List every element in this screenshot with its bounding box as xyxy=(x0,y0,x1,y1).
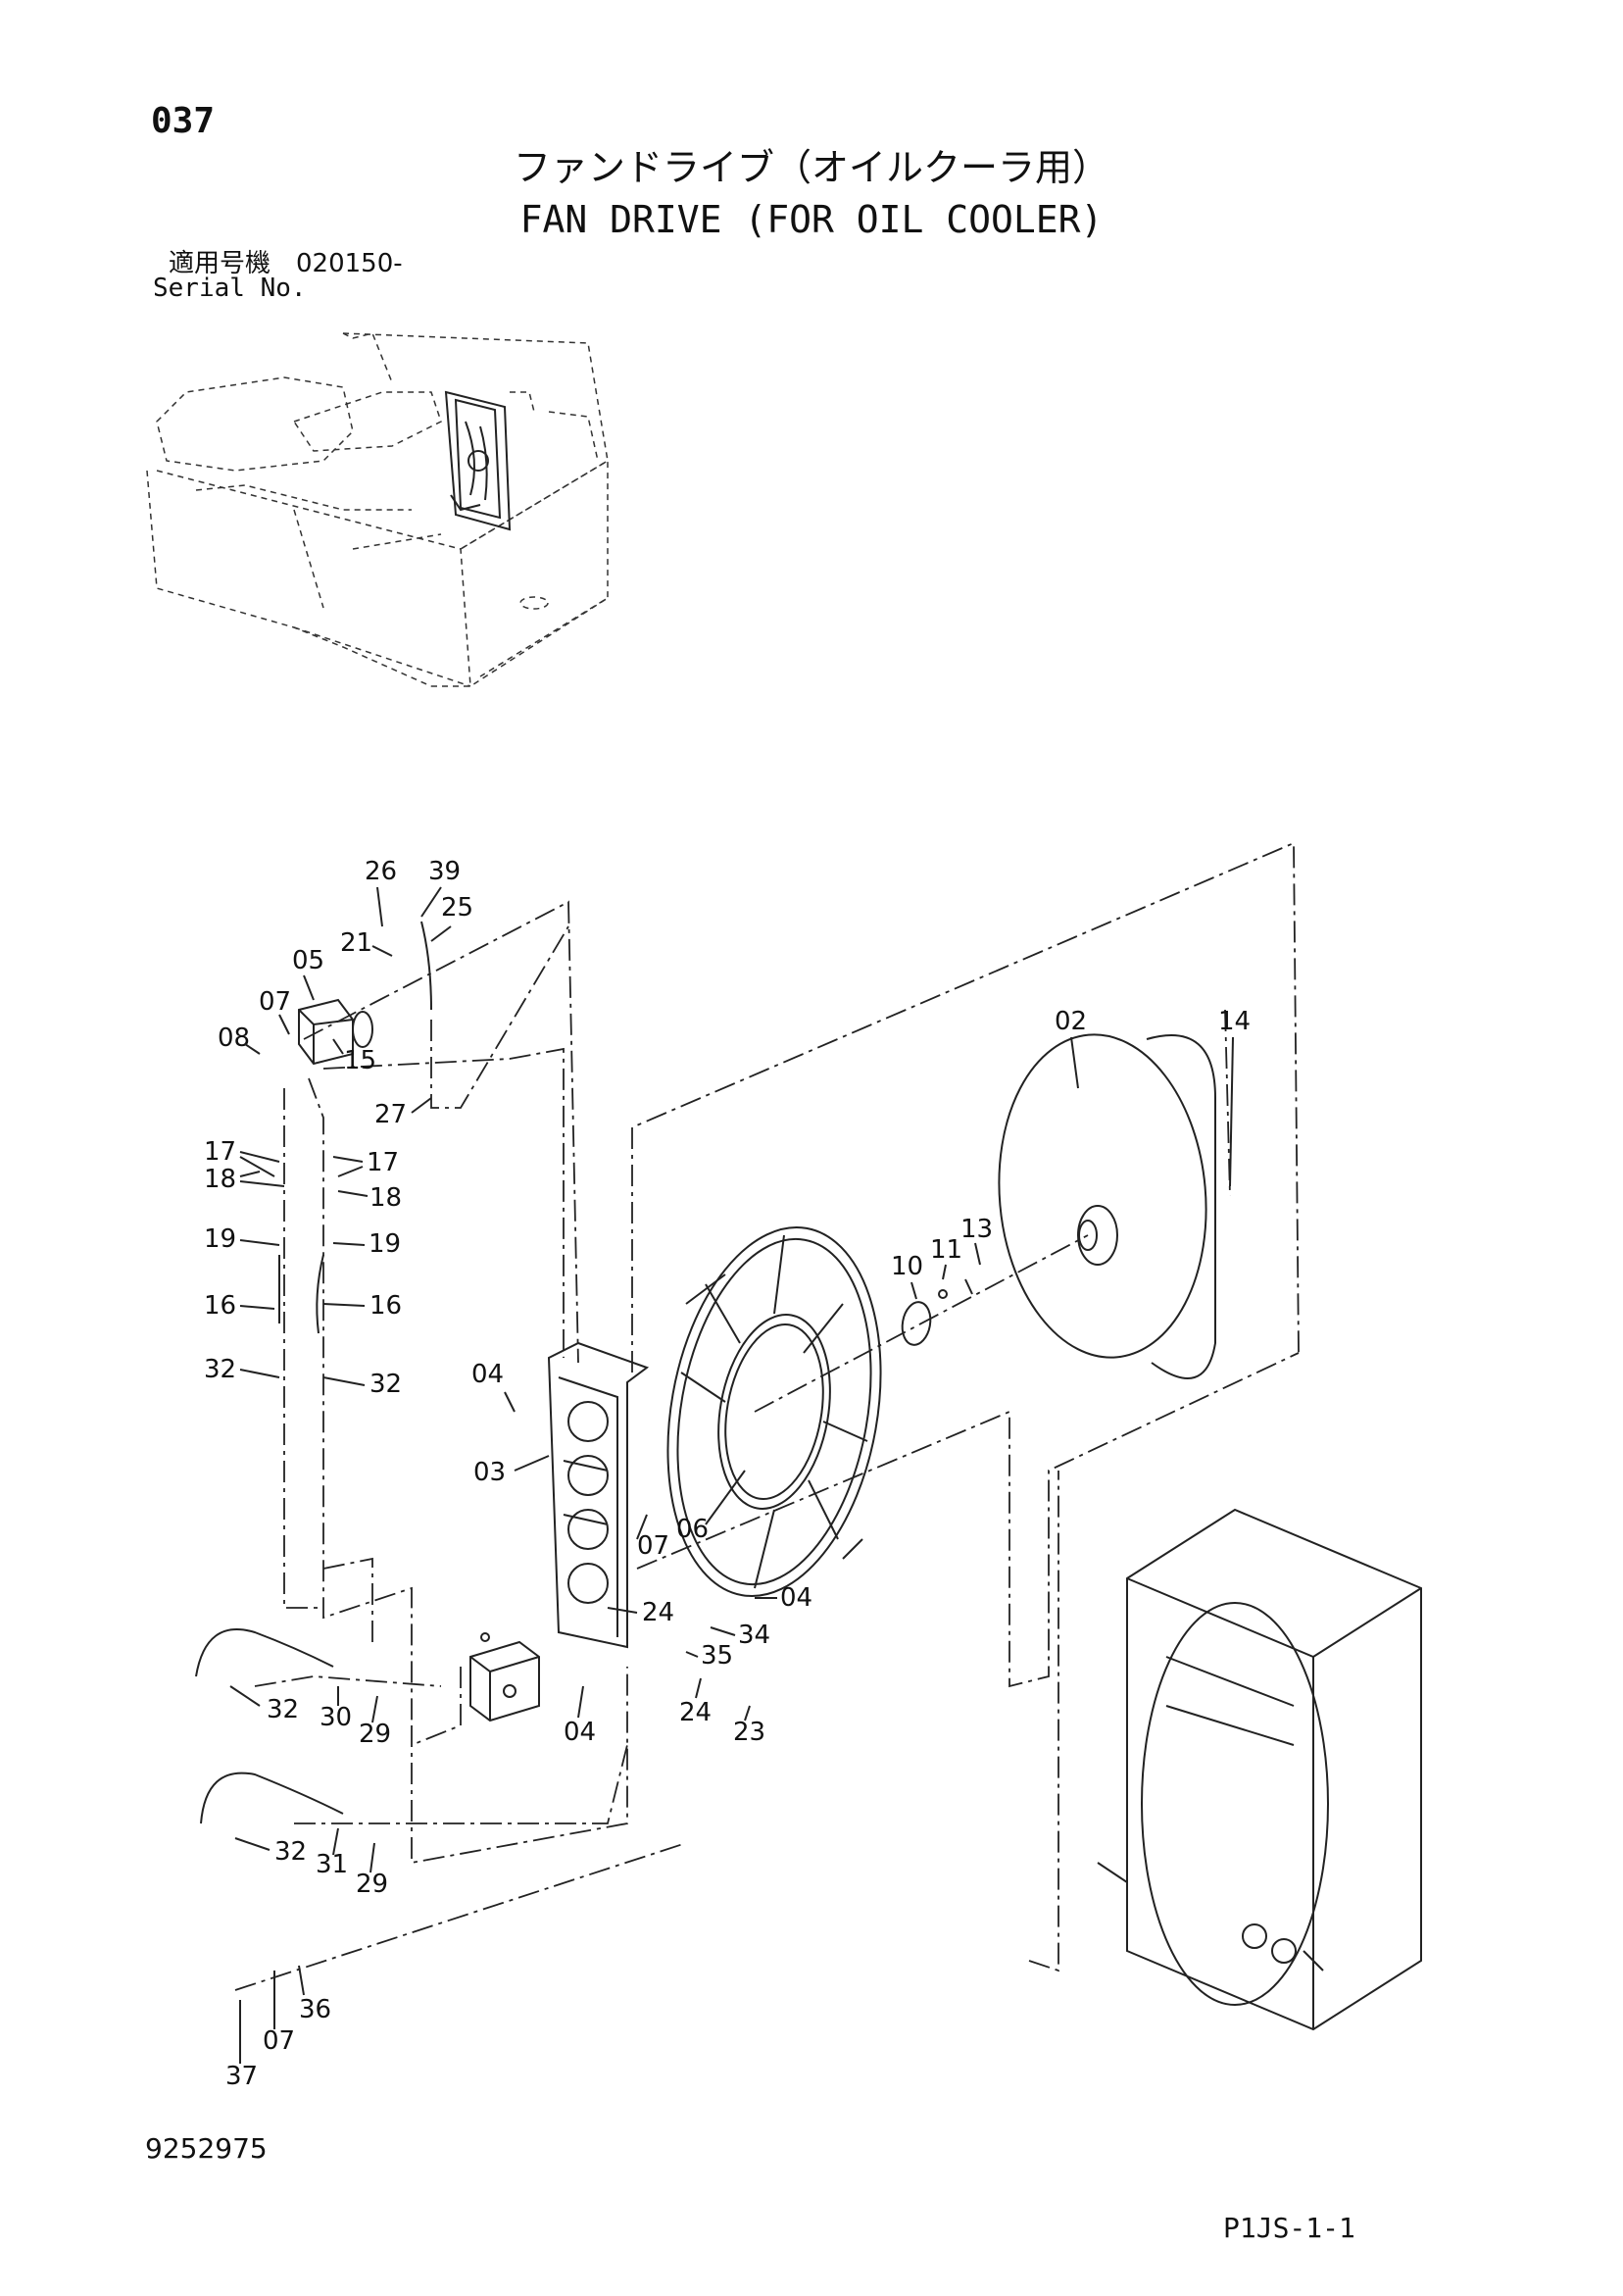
page-number: 037 xyxy=(151,101,216,141)
document-number: 9252975 xyxy=(145,2132,268,2165)
serial-label-english: Serial No. xyxy=(153,274,307,303)
part-label-16: 16 xyxy=(369,1291,402,1321)
part-label-32: 32 xyxy=(204,1355,236,1384)
part-label-19: 19 xyxy=(204,1224,236,1254)
fan-part xyxy=(666,1226,882,1597)
part-label-16: 16 xyxy=(204,1291,236,1321)
serial-label-japanese: 適用号機 020150- xyxy=(169,249,403,278)
part-label-32: 32 xyxy=(267,1695,299,1724)
part-label-35: 35 xyxy=(701,1641,733,1671)
part-label-08: 08 xyxy=(218,1023,250,1053)
machine-overview-illustration xyxy=(146,332,609,687)
title-japanese: ファンドライブ（オイルクーラ用） xyxy=(513,146,1109,189)
part-label-11: 11 xyxy=(930,1235,962,1265)
bracket-part-03 xyxy=(547,1341,650,1649)
part-label-32: 32 xyxy=(369,1370,402,1399)
part-label-37: 37 xyxy=(225,2062,258,2091)
part-label-30: 30 xyxy=(320,1703,352,1732)
part-label-04: 04 xyxy=(471,1360,504,1389)
part-label-19: 19 xyxy=(369,1229,401,1259)
part-label-04: 04 xyxy=(564,1718,596,1747)
valve-block-part xyxy=(469,1632,540,1722)
part-label-10: 10 xyxy=(891,1252,923,1281)
hoses xyxy=(195,921,432,1824)
part-label-32: 32 xyxy=(274,1837,307,1867)
part-label-39: 39 xyxy=(428,857,461,886)
part-label-15: 15 xyxy=(344,1046,376,1075)
part-label-23: 23 xyxy=(733,1718,765,1747)
part-label-29: 29 xyxy=(359,1720,391,1749)
part-label-06: 06 xyxy=(676,1515,709,1544)
leader-lines xyxy=(229,886,1234,2064)
sheet-id: P1JS-1-1 xyxy=(1223,2212,1355,2244)
part-label-36: 36 xyxy=(299,1995,331,2024)
part-label-07: 07 xyxy=(637,1531,669,1561)
part-label-25: 25 xyxy=(441,893,473,923)
part-label-21: 21 xyxy=(340,928,372,958)
part-label-03: 03 xyxy=(473,1458,506,1487)
part-labels: 26 39 25 21 05 07 08 15 27 17 17 18 18 1… xyxy=(204,857,1251,2091)
part-label-24: 24 xyxy=(642,1598,674,1627)
part-label-24: 24 xyxy=(679,1698,712,1727)
part-label-17: 17 xyxy=(204,1137,236,1167)
part-label-18: 18 xyxy=(204,1165,236,1194)
title-english: FAN DRIVE (FOR OIL COOLER) xyxy=(519,198,1104,241)
part-label-02: 02 xyxy=(1055,1007,1087,1036)
assembly-lines xyxy=(234,841,1300,1991)
oil-cooler-frame xyxy=(1097,1508,1422,2031)
part-label-13: 13 xyxy=(960,1215,993,1244)
part-label-26: 26 xyxy=(365,857,397,886)
fan-guard-part-02 xyxy=(998,1033,1216,1379)
part-label-27: 27 xyxy=(374,1100,407,1129)
part-label-14: 14 xyxy=(1218,1007,1251,1036)
part-label-07: 07 xyxy=(259,987,291,1017)
part-label-34: 34 xyxy=(738,1621,770,1650)
hub-plate-parts xyxy=(754,1234,1089,1413)
part-label-18: 18 xyxy=(369,1183,402,1213)
part-label-05: 05 xyxy=(292,946,324,975)
part-label-17: 17 xyxy=(367,1148,399,1177)
part-label-04: 04 xyxy=(780,1583,812,1613)
part-label-31: 31 xyxy=(316,1850,348,1879)
part-label-29: 29 xyxy=(356,1870,388,1899)
part-label-07: 07 xyxy=(263,2026,295,2056)
